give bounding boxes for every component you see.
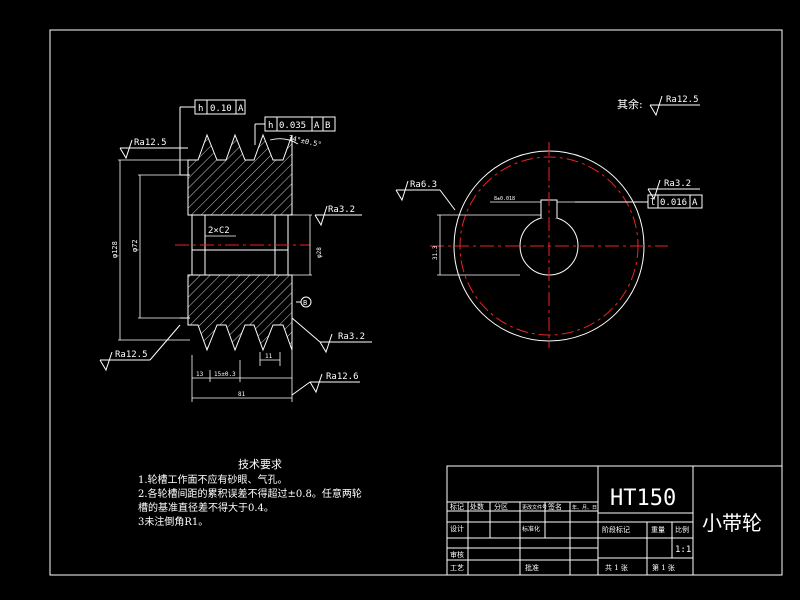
header-doc: 更改文件号 [522,504,547,511]
section-hatch-top [187,133,293,216]
front-view [430,142,668,348]
header-date: 年、月、日 [572,504,597,511]
chamfer-label: 2×C2 [208,226,230,236]
title-block [446,465,783,576]
approve-label: 批准 [525,563,539,572]
datum-frame-1-value: 0.10 [210,104,232,114]
dim-bore-dia: φ28 [316,247,323,258]
roughness-rest-prefix: 其余: [617,97,643,111]
section-hatch-bottom [187,274,293,352]
dim-groove-pitch: 15±0.3 [214,371,236,378]
row-design: 设计 [450,524,464,533]
notes-line-4: 3未注倒角R1。 [138,515,208,528]
datum-frame-2-value: 0.035 [279,121,306,131]
stage-mark: 阶段标记 [602,525,630,534]
part-name: 小带轮 [702,511,762,535]
datum-frame-2 [254,116,336,145]
datum-frame-right-value: 0.016 [660,198,687,208]
notes-line-1: 1.轮槽工作面不应有砂眼、气孔。 [138,473,288,486]
datum-frame-2-datum-b: B [325,121,330,131]
roughness-top-left: Ra12.5 [134,138,167,148]
dim-pitch-dia: φ72 [131,239,139,252]
dim-width: 81 [238,391,246,398]
datum-marker-label: B [303,299,307,307]
roughness-bottom-left: Ra12.5 [115,350,148,360]
section-view [175,133,310,352]
header-count: 处数 [470,502,484,511]
weight-label: 重量 [651,526,665,534]
drawing-border [49,29,783,576]
datum-frame-1-datum: A [238,104,244,114]
datum-frame-1-symbol: h [198,104,203,114]
notes-title: 技术要求 [238,458,282,471]
notes-line-2: 2.各轮槽间距的累积误差不得超过±0.8。任意两轮 [138,487,362,500]
dim-outer-dia: φ128 [111,241,119,258]
roughness-right-view-right: Ra3.2 [664,179,691,189]
scale-label: 比例 [675,525,689,534]
row-standard: 标准化 [522,525,540,533]
header-mark: 标记 [450,502,464,511]
row-check: 审核 [450,550,464,559]
header-zone: 分区 [494,502,508,511]
datum-frame-1 [179,99,246,175]
dim-keyway-width: 8±0.018 [494,196,515,202]
datum-frame-right-datum: A [692,198,698,208]
header-sign: 签名 [548,502,562,511]
roughness-right-view-left: Ra6.3 [410,180,437,190]
datum-frame-2-symbol: h [268,121,273,131]
dim-keyway-depth: 31.3 [432,245,439,260]
scale-value: 1:1 [675,545,691,555]
dim-edge-11: 11 [265,353,273,360]
notes-line-3: 槽的基准直径差不得大于0.4。 [138,501,274,514]
roughness-bottom-right-2: Ra12.6 [326,372,359,382]
sheets-total: 共 1 张 [605,563,628,572]
datum-frame-right-symbol: l [650,198,655,208]
datum-frame-2-datum-a: A [314,121,320,131]
row-process: 工艺 [450,564,464,572]
sheet-no: 第 1 张 [652,563,675,572]
roughness-rest-value: Ra12.5 [666,95,699,105]
material-label: HT150 [610,486,676,511]
dim-edge-13: 13 [196,371,204,378]
roughness-bore: Ra3.2 [328,205,355,215]
roughness-bottom-right-1: Ra3.2 [338,332,365,342]
